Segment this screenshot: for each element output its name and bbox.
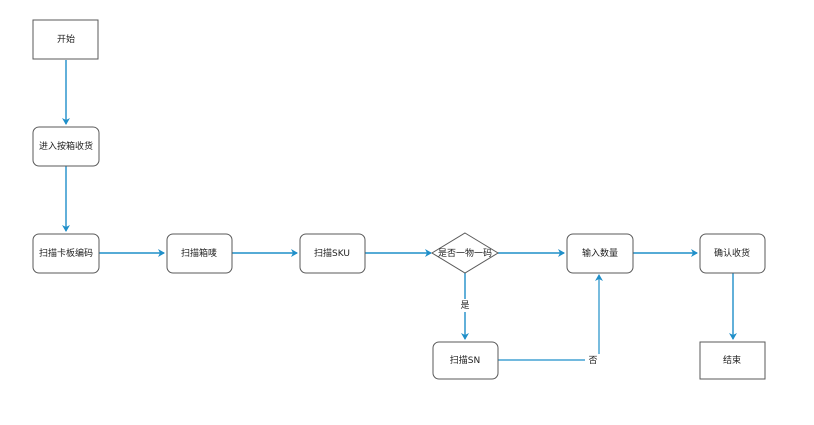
edges (62, 60, 737, 361)
enter-receive-box (32, 126, 100, 167)
scan-sku-box (299, 233, 366, 274)
enter-receive-label: 进入按箱收货 (39, 140, 93, 152)
end-box (699, 341, 766, 380)
node-scan-sku: 扫描SKU (299, 233, 366, 274)
node-start: 开始 (32, 19, 99, 60)
scan-pallet-label: 扫描卡板编码 (39, 247, 93, 259)
label-yes-bg (458, 299, 472, 312)
node-decision: 是否一物一码 (431, 232, 499, 274)
start-box (32, 19, 99, 60)
confirm-receive-label: 确认收货 (714, 247, 750, 259)
enter-qty-label: 输入数量 (582, 247, 618, 259)
edge-sn-to-qty (498, 274, 603, 361)
node-end: 结束 (699, 341, 766, 380)
scan-sku-label: 扫描SKU (314, 247, 350, 259)
scan-box-label: 扫描箱唛 (181, 247, 217, 259)
enter-qty-box (566, 233, 634, 274)
node-enter-qty: 输入数量 (566, 233, 634, 274)
node-scan-box: 扫描箱唛 (166, 233, 233, 274)
edge-label-no: 否 (588, 355, 597, 366)
confirm-receive-box (699, 233, 766, 274)
scan-box-box (166, 233, 233, 274)
node-scan-pallet: 扫描卡板编码 (32, 233, 100, 274)
label-no-bg (585, 354, 601, 367)
node-confirm-receive: 确认收货 (699, 233, 766, 274)
scan-sn-box (432, 341, 499, 380)
decision-diamond (431, 232, 499, 274)
scan-pallet-box (32, 233, 100, 274)
scan-sn-label: 扫描SN (450, 354, 480, 366)
end-label: 结束 (723, 354, 741, 366)
edge-label-yes: 是 (460, 300, 469, 311)
edge-labels: 是 否 (458, 299, 601, 367)
node-enter-receive: 进入按箱收货 (32, 126, 100, 167)
start-label: 开始 (57, 33, 75, 45)
node-scan-sn: 扫描SN (432, 341, 499, 380)
decision-label: 是否一物一码 (438, 247, 492, 259)
